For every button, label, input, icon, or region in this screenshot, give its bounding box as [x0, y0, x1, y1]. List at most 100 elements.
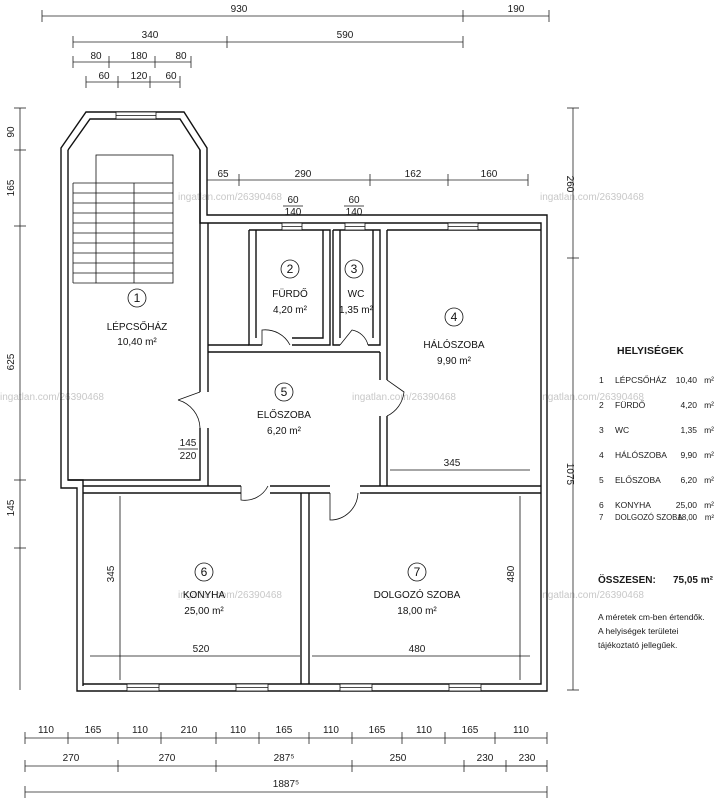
- dim-kitchen-width: 520: [193, 644, 210, 655]
- legend-name: HÁLÓSZOBA: [615, 450, 667, 460]
- note-line: A méretek cm-ben értendők.: [598, 612, 705, 622]
- dim-bottom: 165: [85, 725, 102, 736]
- legend-row: 3 WC 1,35 m²: [598, 425, 719, 437]
- room-number-circle: [194, 562, 214, 582]
- room-number: 3: [351, 262, 358, 276]
- legend-name: DOLGOZÓ SZOBA: [615, 513, 683, 522]
- watermarks: ingatlan.com/26390468 ingatlan.com/26390…: [0, 192, 644, 601]
- dim-bottom: 110: [416, 725, 432, 736]
- dim-bottom: 165: [462, 725, 479, 736]
- watermark-text: ingatlan.com/26390468: [540, 192, 644, 203]
- legend-num: 5: [599, 475, 604, 485]
- room-name: DOLGOZÓ SZOBA: [374, 588, 461, 601]
- total-label: ÖSSZESEN:: [598, 575, 656, 586]
- legend-notes: A méretek cm-ben értendők. A helyiségek …: [598, 610, 719, 652]
- dim-bottom: 110: [323, 725, 339, 736]
- wc-window-height: 140: [346, 207, 363, 218]
- dim-bottom: 165: [276, 725, 293, 736]
- dim-80a: 80: [90, 51, 102, 62]
- dim-study-width: 480: [409, 644, 426, 655]
- legend-unit: m²: [704, 400, 714, 410]
- legend-name: WC: [615, 425, 630, 435]
- dim-145: 145: [6, 499, 17, 516]
- dim-bottom: 110: [132, 725, 148, 736]
- room-name: WC: [348, 289, 365, 300]
- dim-625: 625: [6, 353, 17, 370]
- wc-window-width: 60: [348, 195, 360, 206]
- room-area: 18,00 m²: [397, 606, 437, 617]
- legend-area: 25,00: [675, 500, 697, 510]
- staircase: [72, 154, 174, 284]
- dim-bottom: 165: [369, 725, 386, 736]
- room-number: 6: [201, 565, 208, 579]
- legend-row: 7 DOLGOZÓ SZOBA 18,00 m²: [598, 513, 719, 525]
- bottom-dimension-lines: [24, 732, 548, 798]
- watermark-text: ingatlan.com/26390468: [178, 192, 282, 203]
- doors: [177, 329, 405, 521]
- room-number-circle: [407, 562, 427, 582]
- legend-unit: m²: [704, 425, 714, 435]
- legend-num: 3: [599, 425, 604, 435]
- room-number: 7: [414, 565, 421, 579]
- legend-area: 10,40: [675, 375, 697, 385]
- legend-total: ÖSSZESEN: 75,05 m²: [598, 575, 719, 586]
- room-number-circle: [444, 307, 464, 327]
- legend-name: ELŐSZOBA: [615, 475, 661, 485]
- dim-120: 120: [131, 71, 148, 82]
- dim-1075: 1075: [564, 463, 575, 486]
- dim-60a: 60: [98, 71, 110, 82]
- dim-bottom: 230: [477, 753, 494, 764]
- dim-260: 260: [564, 176, 575, 193]
- legend-unit: m²: [704, 475, 714, 485]
- room-name: FÜRDŐ: [272, 286, 308, 300]
- dim-study-height: 480: [506, 565, 517, 582]
- total-value: 75,05 m²: [672, 575, 713, 586]
- room-number-circle: [127, 288, 147, 308]
- door-height: 220: [180, 451, 197, 462]
- room-number: 5: [281, 385, 288, 399]
- dim-bottom: 110: [513, 725, 529, 736]
- bath-window-width: 60: [287, 195, 299, 206]
- dim-bedroom-width: 345: [444, 458, 461, 469]
- windows: [115, 111, 482, 692]
- room-number: 1: [134, 291, 141, 305]
- legend-name: FÜRDŐ: [615, 400, 646, 410]
- legend-row: 1 LÉPCSŐHÁZ 10,40 m²: [598, 375, 719, 387]
- legend-row: 2 FÜRDŐ 4,20 m²: [598, 400, 719, 412]
- dim-290: 290: [295, 169, 312, 180]
- dim-bottom: 270: [63, 753, 80, 764]
- room-labels: 1 LÉPCSŐHÁZ 10,40 m² 2 FÜRDŐ 4,20 m² 3 W…: [107, 259, 485, 617]
- watermark-text: ingatlan.com/26390468: [0, 392, 104, 403]
- room-name: LÉPCSŐHÁZ: [107, 319, 168, 333]
- dim-340: 340: [142, 30, 159, 41]
- note-line: tájékoztató jellegűek.: [598, 640, 678, 650]
- dim-90: 90: [6, 126, 17, 138]
- room-area: 4,20 m²: [273, 305, 308, 316]
- dim-590: 590: [337, 30, 354, 41]
- legend-num: 4: [599, 450, 604, 460]
- legend-area: 18,00: [677, 513, 697, 522]
- legend-num: 6: [599, 500, 604, 510]
- room-area: 10,40 m²: [117, 337, 157, 348]
- dim-bottom: 250: [390, 753, 407, 764]
- room-number-circle: [280, 259, 300, 279]
- dim-165: 165: [6, 179, 17, 196]
- legend-row: 6 KONYHA 25,00 m²: [598, 500, 719, 512]
- legend-num: 1: [599, 375, 604, 385]
- door-width: 145: [180, 438, 197, 449]
- legend-row: 5 ELŐSZOBA 6,20 m²: [598, 475, 719, 487]
- room-name: HÁLÓSZOBA: [423, 338, 484, 351]
- bottom-dimension-text: 110 165 110 210 110 165 110 165 110 165 …: [38, 725, 536, 790]
- room-number: 4: [451, 310, 458, 324]
- legend-area: 1,35: [680, 425, 697, 435]
- dim-bottom: 110: [230, 725, 246, 736]
- dim-60b: 60: [165, 71, 177, 82]
- room-name: KONYHA: [183, 590, 226, 601]
- room-area: 1,35 m²: [339, 305, 374, 316]
- top-dimension-text: 930 190 340 590 80 180 80 60 120 60 65 2…: [6, 4, 575, 516]
- room-number-circle: [274, 382, 294, 402]
- watermark-text: ingatlan.com/26390468: [178, 590, 282, 601]
- legend-unit: m²: [704, 500, 714, 510]
- room-name: ELŐSZOBA: [257, 407, 311, 421]
